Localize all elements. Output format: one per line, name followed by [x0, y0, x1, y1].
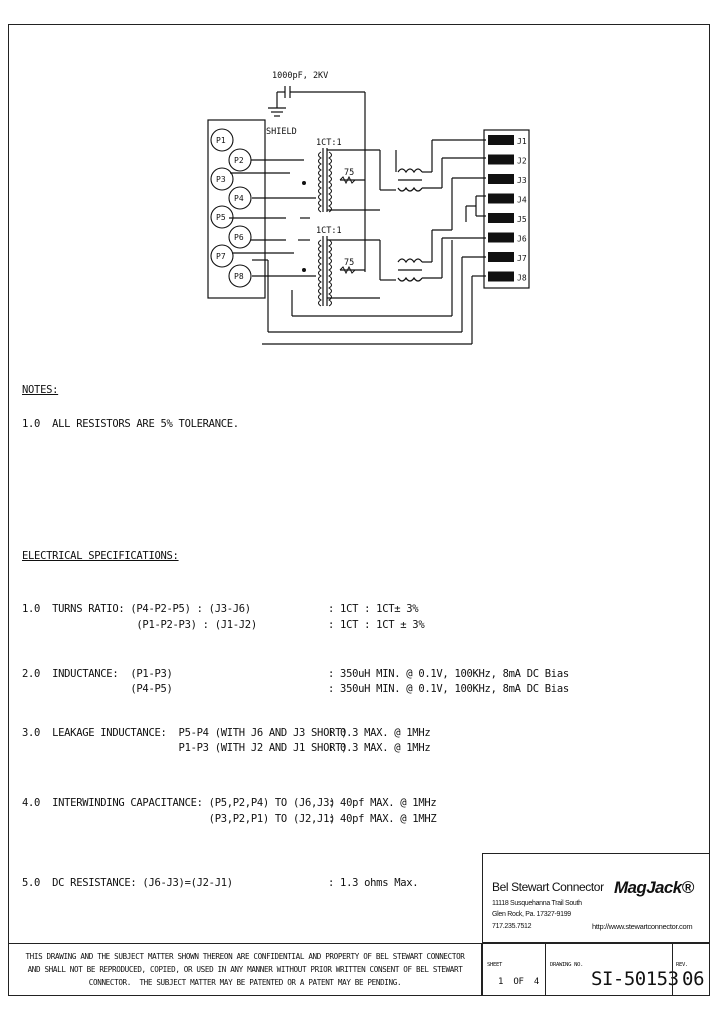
spec-value: : 0.3 MAX. @ 1MHz [328, 742, 431, 754]
p-pin-circle [228, 148, 252, 172]
j-pin-label: J7 [517, 254, 527, 263]
resistor-2-label: 75 [344, 258, 354, 268]
sheet-label: SHEET [487, 962, 503, 968]
resistor-1-symbol [339, 175, 356, 185]
specs-heading: ELECTRICAL SPECIFICATIONS: [22, 550, 179, 562]
rev-value: 06 [682, 968, 705, 990]
note-1: 1.0 ALL RESISTORS ARE 5% TOLERANCE. [22, 418, 239, 430]
spec-value: : 350uH MIN. @ 0.1V, 100KHz, 8mA DC Bias [328, 668, 569, 680]
p-pin-circle [228, 264, 252, 288]
company-name: Bel Stewart Connector [492, 880, 604, 894]
rev-cell [672, 943, 710, 996]
j-pin-label: J1 [517, 137, 527, 146]
j-pin-label: J3 [517, 176, 527, 185]
j-pin-contact [488, 271, 514, 282]
shield-label: SHIELD [266, 127, 297, 137]
spec-label: (P3,P2,P1) TO (J2,J1) [22, 813, 336, 825]
spec-label: (P1-P2-P3) : (J1-J2) [22, 619, 257, 631]
p-pin-circle [210, 205, 234, 229]
j-pin-label: J2 [517, 157, 527, 166]
j-pin-contact [488, 154, 514, 165]
transformer-winding [328, 151, 332, 213]
p-pin-label: P6 [234, 233, 244, 242]
spec-value: : 350uH MIN. @ 0.1V, 100KHz, 8mA DC Bias [328, 683, 569, 695]
spec-label: (P4-P5) [22, 683, 173, 695]
j-pin-contact [488, 193, 514, 204]
p-connector-body [207, 119, 266, 299]
resistor-1-label: 75 [344, 168, 354, 178]
company-address-2: Glen Rock, Pa. 17327-9199 [492, 911, 571, 918]
p-pin-circle [228, 186, 252, 210]
j-pin-label: J8 [517, 274, 527, 283]
spec-value: : 1.3 ohms Max. [328, 877, 419, 889]
spec-label: 5.0 DC RESISTANCE: (J6-J3)=(J2-J1) [22, 877, 233, 889]
drawing-no-value: SI-50153 [591, 968, 679, 990]
j-pin-contact [488, 135, 514, 145]
transformer-2-ratio-label: 1CT:1 [316, 226, 342, 236]
p-pin-label: P1 [216, 136, 226, 145]
p-pin-label: P2 [234, 156, 244, 165]
j-pin-label: J4 [517, 196, 527, 205]
transformer-winding [318, 239, 322, 307]
brand-logo: MagJack® [614, 878, 694, 897]
confidential-box [8, 943, 482, 996]
spec-label: 4.0 INTERWINDING CAPACITANCE: (P5,P2,P4)… [22, 797, 336, 809]
rev-label: REV. [676, 962, 689, 968]
company-block [482, 853, 710, 943]
j-pin-contact [488, 213, 514, 223]
j-pin-contact [488, 232, 514, 243]
website-url: http://www.stewartconnector.com [592, 922, 693, 931]
resistor-2-symbol [339, 265, 356, 275]
spec-value: : 40pf MAX. @ 1MHZ [328, 813, 437, 825]
p-pin-label: P4 [234, 194, 244, 203]
spec-label: 2.0 INDUCTANCE: (P1-P3) [22, 668, 173, 680]
company-address-1: 11118 Susquehanna Trail South [492, 900, 582, 907]
transformer-winding [328, 239, 332, 307]
sheet-cell [482, 943, 546, 996]
capacitor-label: 1000pF, 2KV [272, 71, 328, 81]
transformer-1-ratio-label: 1CT:1 [316, 138, 342, 148]
spec-label: 3.0 LEAKAGE INDUCTANCE: P5-P4 (WITH J6 A… [22, 727, 348, 739]
p-pin-label: P8 [234, 272, 244, 281]
sheet-value: 1 OF 4 [498, 977, 539, 987]
spec-label: 1.0 TURNS RATIO: (P4-P2-P5) : (J3-J6) [22, 603, 251, 615]
j-pin-label: J6 [517, 235, 527, 244]
p-pin-circle [210, 167, 234, 191]
j-pin-label: J5 [517, 215, 527, 224]
p-pin-circle [210, 244, 234, 268]
notes-heading: NOTES: [22, 384, 59, 396]
p-pin-label: P5 [216, 213, 226, 222]
spec-value: : 1CT : 1CT ± 3% [328, 619, 425, 631]
p-pin-label: P7 [216, 252, 226, 261]
p-pin-label: P3 [216, 175, 226, 184]
spec-value: : 1CT : 1CT± 3% [328, 603, 419, 615]
j-pin-contact [488, 174, 514, 184]
p-pin-circle [210, 128, 234, 152]
company-phone: 717.235.7512 [492, 923, 532, 930]
drawing-no-label: DRAWING NO. [550, 962, 584, 968]
j-connector-body [483, 129, 530, 289]
transformer-winding [318, 151, 322, 213]
spec-label: P1-P3 (WITH J2 AND J1 SHORT) [22, 742, 348, 754]
j-pin-contact [488, 252, 514, 262]
spec-value: : 0.3 MAX. @ 1MHz [328, 727, 431, 739]
p-pin-circle [228, 225, 252, 249]
confidential-notice: THIS DRAWING AND THE SUBJECT MATTER SHOW… [25, 952, 465, 987]
spec-value: : 40pf MAX. @ 1MHz [328, 797, 437, 809]
